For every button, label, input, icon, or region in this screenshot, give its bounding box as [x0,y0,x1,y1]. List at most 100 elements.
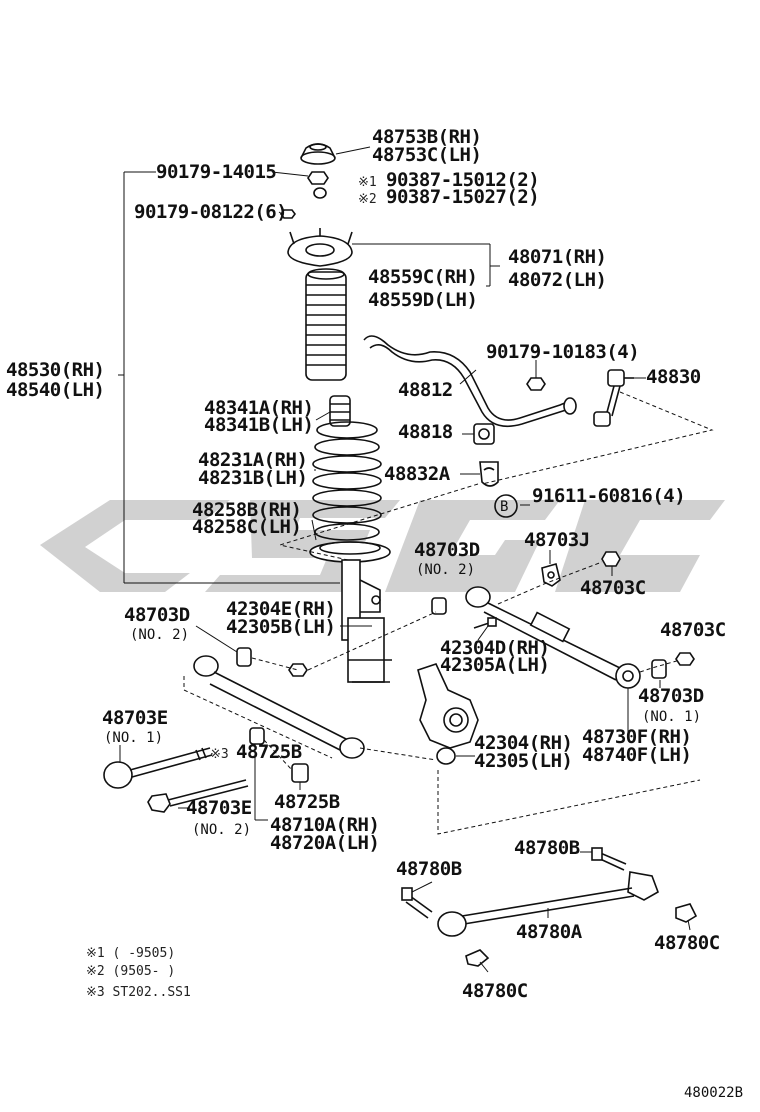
label-48710a: 48710A(RH) [270,814,379,836]
label-48071: 48071(RH) [508,246,606,268]
label-48703c-upper: 48703C [580,577,646,599]
label-42305b: 42305B(LH) [226,616,335,638]
label-48703e-no1: 48703E [102,707,168,729]
lower-control-arm [193,655,365,759]
mark-2: ※2 [358,192,377,207]
stabilizer-link [593,369,634,427]
label-42304e: 42304E(RH) [226,598,335,620]
coil-spring [312,421,382,541]
watermark-logo [40,500,725,592]
arm-bushing-icon [249,727,309,783]
footnote-3: ※3 ST202..SS1 [86,985,191,1000]
figure-id: 480022B [684,1085,743,1101]
cam-bolt-no1 [103,747,213,789]
label-48812: 48812 [398,379,453,401]
upper-support [287,228,353,267]
label-48832a: 48832A [384,463,451,485]
label-48703d-upper: 48703D [414,539,480,561]
label-48720a: 48720A(LH) [270,832,379,854]
label-48725b-lower: 48725B [274,791,340,813]
label-48703d-left: 48703D [124,604,190,626]
sublabel-no2-lower: (NO. 2) [192,822,251,838]
sublabel-no1-right: (NO. 1) [642,709,701,725]
label-42305a: 42305A(LH) [440,654,549,676]
label-90387-15012: 90387-15012(2) [386,169,539,191]
strut-bolt-lower [401,887,433,919]
link-nut-icon [526,377,546,391]
mark-1: ※1 [358,175,377,190]
label-48231b: 48231B(LH) [198,467,307,489]
label-48703e-no2: 48703E [186,797,252,819]
label-48231a: 48231A(RH) [198,449,307,471]
label-42304: 42304(RH) [474,732,572,754]
stabilizer-bar [363,335,577,428]
label-48703c-right: 48703C [660,619,726,641]
small-nut-icon [280,209,296,219]
strut-bolt-upper [591,847,627,871]
stabilizer-bracket [479,461,499,487]
label-48258c: 48258C(LH) [192,516,301,538]
axle-carrier [417,663,479,765]
label-48530: 48530(RH) [6,359,104,381]
label-91611-60816: 91611-60816(4) [532,485,685,507]
washer-icon [313,187,327,199]
label-42304d: 42304D(RH) [440,637,549,659]
footnote-2: ※2 (9505- ) [86,964,175,979]
label-48780c-bottom: 48780C [462,980,528,1002]
bolt-icon [473,617,497,629]
label-48559d: 48559D(LH) [368,289,477,311]
footnote-1: ※1 ( -9505) [86,946,175,961]
label-48818: 48818 [398,421,453,443]
label-48703d-right: 48703D [638,685,704,707]
label-48730f: 48730F(RH) [582,726,691,748]
right-bushing-icon [651,652,695,679]
part-labels: 48753B(RH) 48753C(LH) 90179-14015 ※1 903… [6,126,726,1002]
dust-boot [305,268,347,381]
cam-plate [541,563,561,587]
label-48341a: 48341A(RH) [204,397,313,419]
mark-3: ※3 [210,747,229,762]
label-48559c: 48559C(RH) [368,266,477,288]
left-bushing-icon [236,647,308,677]
spring-seat [309,541,391,563]
label-48780c-right: 48780C [654,932,720,954]
strut-washer-icon [465,903,698,967]
label-48780b-left: 48780B [396,858,462,880]
footnotes: ※1 ( -9505) ※2 (9505- ) ※3 ST202..SS1 [86,946,191,1000]
label-90179-14015: 90179-14015 [156,161,276,183]
sublabel-no2-upper: (NO. 2) [416,562,475,578]
bushing-icon [431,597,447,615]
assembly-dashed-lines [183,391,714,835]
label-48341b: 48341B(LH) [204,414,313,436]
nut-icon [307,171,329,185]
label-48753b: 48753B(RH) [372,126,481,148]
shock-absorber [341,559,392,683]
label-48780a: 48780A [516,921,583,943]
stabilizer-bushing [473,423,495,445]
label-48830: 48830 [646,366,701,388]
label-48072: 48072(LH) [508,269,606,291]
bump-stopper [329,395,351,427]
cam-bolt-no2 [147,779,249,813]
label-48258b: 48258B(RH) [192,499,301,521]
label-48703j: 48703J [524,529,590,551]
label-48740f: 48740F(LH) [582,744,691,766]
label-90387-15027: 90387-15027(2) [386,186,539,208]
reference-b-marker: B [494,494,518,518]
label-48725b-upper: 48725B [236,741,302,763]
upper-control-arm [465,586,641,689]
reference-b-letter: B [500,499,508,515]
label-42305: 42305(LH) [474,750,572,772]
label-90179-10183: 90179-10183(4) [486,341,639,363]
label-90179-08122: 90179-08122(6) [134,201,287,223]
strut-rod [437,871,659,937]
label-48780b-right: 48780B [514,837,580,859]
label-48753c: 48753C(LH) [372,144,481,166]
sublabel-no1-left: (NO. 1) [104,730,163,746]
bound-stopper-cap [300,143,336,165]
sublabel-no2-left: (NO. 2) [130,627,189,643]
label-48540: 48540(LH) [6,379,104,401]
leader-lines [118,146,691,973]
adjust-nut-icon [601,551,621,567]
